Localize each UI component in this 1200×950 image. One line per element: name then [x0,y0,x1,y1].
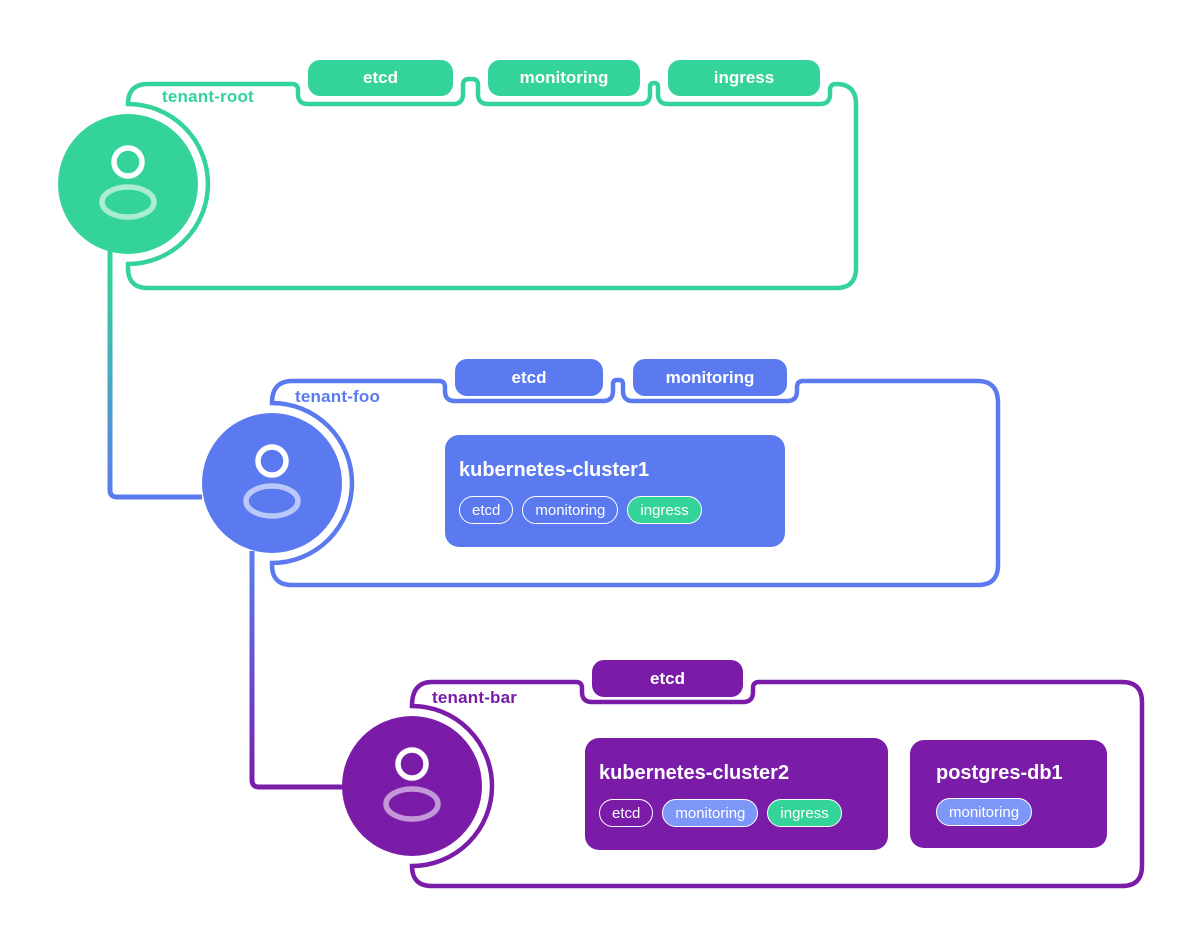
tenant-root-pill-ingress: ingress [668,60,820,96]
workload-card-kubernetes-cluster1: kubernetes-cluster1 etcd monitoring ingr… [445,435,785,547]
tenant-root-pill-monitoring: monitoring [488,60,640,96]
badge-etcd: etcd [599,799,654,827]
workload-title: postgres-db1 [936,762,1063,784]
tenant-foo-outline [269,377,1001,588]
workload-card-kubernetes-cluster2: kubernetes-cluster2 etcd monitoring ingr… [585,738,888,850]
person-icon [99,145,157,220]
person-icon [243,444,301,519]
tenant-root-label: tenant-root [162,87,254,106]
tenant-root-outline [125,76,859,291]
workload-card-postgres-db1: postgres-db1 monitoring [910,740,1107,848]
badge-monitoring: monitoring [662,799,759,827]
tenant-bar-avatar [342,716,482,856]
tenant-foo-avatar [202,413,342,553]
workload-badges: etcd monitoring ingress [459,496,702,524]
tenant-foo-pill-etcd: etcd [455,359,603,396]
workload-title: kubernetes-cluster2 [599,762,790,784]
tenant-root-pill-etcd: etcd [308,60,453,96]
tenant-root-avatar [58,114,198,254]
workload-badges: etcd monitoring ingress [599,799,842,827]
tenant-foo-pill-monitoring: monitoring [633,359,787,396]
badge-monitoring: monitoring [936,798,1033,826]
connector-root-to-foo [107,251,202,500]
person-icon [383,747,441,822]
workload-badges: monitoring [936,798,1033,826]
tenant-bar-outline [409,679,1145,889]
workload-title: kubernetes-cluster1 [459,459,650,481]
badge-monitoring: monitoring [522,496,619,524]
connector-foo-to-bar [249,551,343,790]
badge-ingress: ingress [767,799,842,827]
tenant-bar-pill-etcd: etcd [592,660,743,697]
tenant-foo-label: tenant-foo [295,387,381,406]
badge-etcd: etcd [459,496,514,524]
badge-ingress: ingress [627,496,702,524]
tenant-bar-label: tenant-bar [432,688,518,707]
